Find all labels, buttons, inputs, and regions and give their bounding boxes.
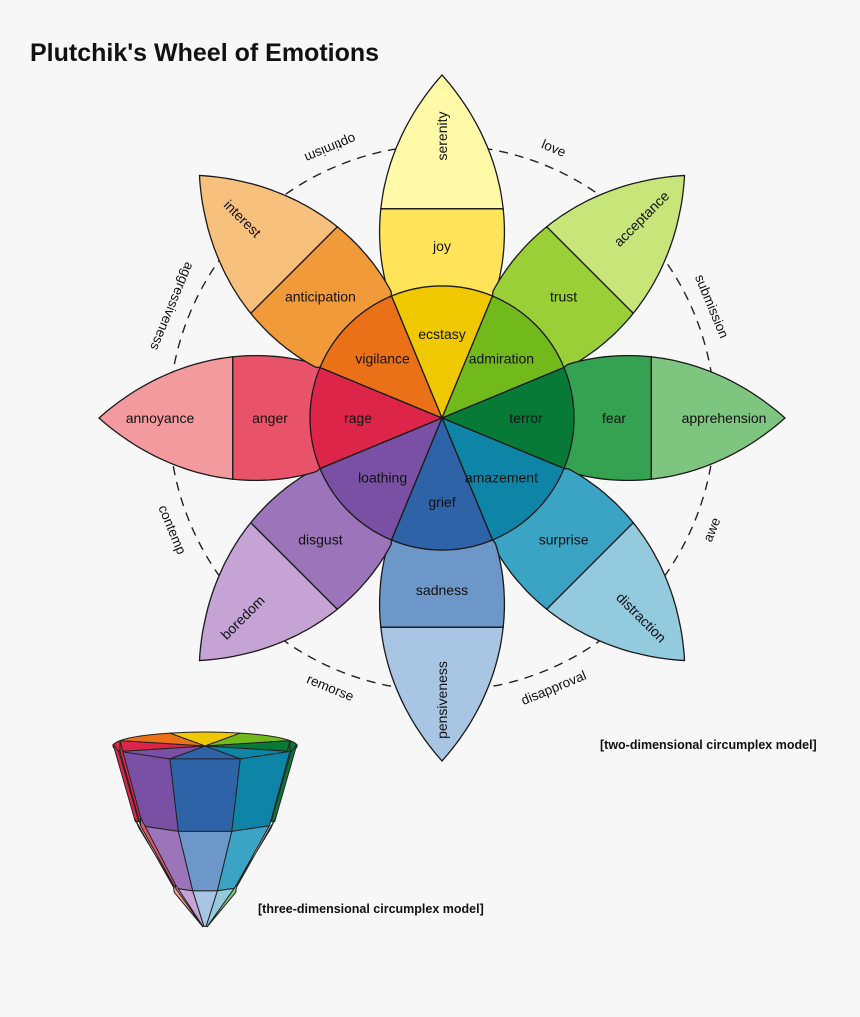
dyad-label-optimism: optimism bbox=[302, 131, 358, 166]
petal-outer-distraction bbox=[545, 521, 686, 662]
petal-inner-rage bbox=[309, 366, 444, 470]
petal-outer-apprehension bbox=[650, 356, 786, 480]
three-dimensional-cone bbox=[112, 731, 298, 928]
emotion-label-joy: joy bbox=[432, 238, 451, 254]
dyad-label-love: love bbox=[539, 137, 568, 160]
cone-top-slice bbox=[119, 732, 206, 747]
cone-top-slice bbox=[204, 740, 298, 752]
emotion-label-apprehension: apprehension bbox=[682, 410, 767, 426]
emotion-label-serenity: serenity bbox=[434, 111, 450, 160]
three-dimensional-caption: [three-dimensional circumplex model] bbox=[258, 902, 484, 916]
petal-outer-acceptance bbox=[545, 174, 686, 315]
emotion-label-rage: rage bbox=[344, 410, 372, 426]
petal-middle-trust bbox=[491, 225, 635, 369]
emotion-label-anticipation: anticipation bbox=[285, 288, 356, 304]
dyad-label-awe: awe bbox=[700, 515, 723, 544]
petal-outer-pensiveness bbox=[380, 626, 504, 762]
cone-top-slice bbox=[112, 740, 206, 752]
dyad-label-contemp: contemp bbox=[155, 503, 189, 557]
petal-outer-boredom bbox=[198, 521, 339, 662]
emotion-label-pensiveness: pensiveness bbox=[434, 661, 450, 739]
petal-inner-amazement bbox=[440, 416, 565, 541]
petal-inner-admiration bbox=[440, 295, 565, 420]
petal-outer-serenity bbox=[380, 74, 504, 210]
dyad-label-remorse: remorse bbox=[305, 671, 356, 704]
emotion-label-amazement: amazement bbox=[465, 469, 538, 485]
petal-middle-sadness bbox=[378, 539, 506, 628]
emotion-label-trust: trust bbox=[550, 288, 577, 304]
petal-outer-interest bbox=[198, 174, 339, 315]
cone-side bbox=[207, 884, 238, 927]
emotion-label-ecstasy: ecstasy bbox=[418, 326, 465, 342]
petal-inner-ecstasy bbox=[390, 285, 494, 420]
cone-top-slice bbox=[169, 731, 241, 747]
petal-inner-loathing bbox=[319, 416, 444, 541]
cone-side bbox=[112, 743, 140, 823]
two-dimensional-caption: [two-dimensional circumplex model] bbox=[600, 738, 817, 752]
emotion-label-vigilance: vigilance bbox=[355, 351, 410, 367]
petal-inner-vigilance bbox=[319, 295, 444, 420]
emotion-label-sadness: sadness bbox=[416, 582, 468, 598]
dyad-label-aggressiveness: aggressiveness bbox=[147, 260, 197, 353]
petal-middle-surprise bbox=[491, 467, 635, 611]
petal-inner-terror bbox=[440, 366, 575, 470]
petal-inner-grief bbox=[390, 416, 494, 551]
emotion-label-terror: terror bbox=[509, 410, 543, 426]
emotion-label-fear: fear bbox=[602, 410, 626, 426]
emotion-label-admiration: admiration bbox=[469, 351, 534, 367]
dyad-label-submission: submission bbox=[692, 272, 732, 340]
petal-middle-anger bbox=[232, 354, 321, 482]
wheel-petals bbox=[98, 74, 786, 762]
emotion-label-anger: anger bbox=[252, 410, 288, 426]
petal-middle-disgust bbox=[249, 467, 393, 611]
emotion-label-surprise: surprise bbox=[539, 532, 589, 548]
emotion-label-annoyance: annoyance bbox=[126, 410, 195, 426]
cone-side bbox=[172, 884, 203, 927]
dyad-label-disapproval: disapproval bbox=[519, 668, 589, 708]
emotion-label-loathing: loathing bbox=[358, 469, 407, 485]
petal-middle-joy bbox=[378, 208, 506, 297]
petal-middle-anticipation bbox=[249, 225, 393, 369]
emotion-label-disgust: disgust bbox=[298, 532, 342, 548]
cone-side bbox=[270, 743, 298, 823]
page-title: Plutchik's Wheel of Emotions bbox=[30, 39, 379, 67]
cone-face bbox=[169, 758, 241, 832]
petal-middle-fear bbox=[563, 354, 652, 482]
emotion-label-grief: grief bbox=[428, 494, 455, 510]
petal-outer-annoyance bbox=[98, 356, 234, 480]
